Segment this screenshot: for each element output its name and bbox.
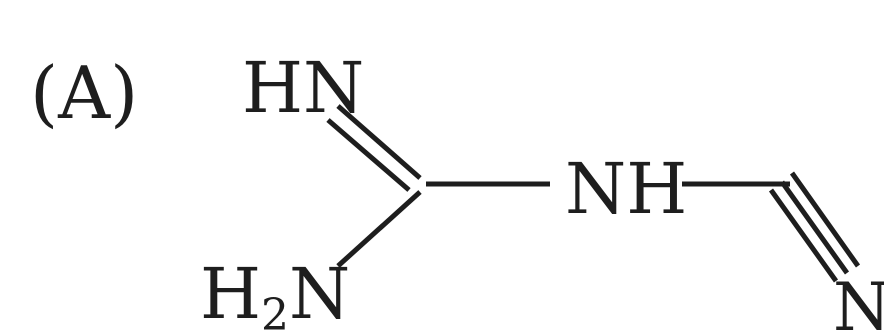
amine-subscript: 2 (261, 290, 289, 330)
nitrile-nitrogen-label: N (833, 269, 884, 330)
amine-nitrogen-label: H2N (200, 253, 350, 330)
panel-label: (A) (30, 51, 138, 135)
amine-h: H (200, 253, 261, 330)
nitrile-triple-bond (768, 171, 861, 283)
imine-nitrogen-label: HN (242, 47, 364, 129)
imine-double-bond (326, 104, 422, 192)
carbon-amine-bond (336, 190, 422, 268)
bridge-nitrogen-label: NH (565, 148, 687, 230)
